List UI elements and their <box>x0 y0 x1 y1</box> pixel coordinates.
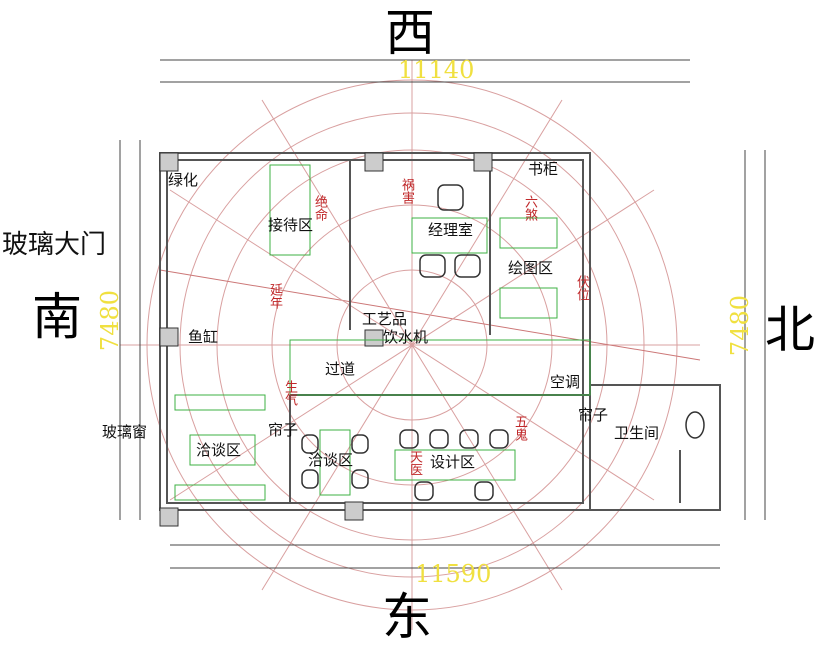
dimension-top: 11140 <box>398 56 475 84</box>
label-water-dispenser: 饮水机 <box>383 328 429 346</box>
label-wugui: 五鬼 <box>512 415 527 441</box>
label-tianyi: 天医 <box>407 450 422 476</box>
label-curtain-right: 帘子 <box>578 406 609 424</box>
dimension-lines <box>119 59 766 569</box>
label-glass-window: 玻璃窗 <box>102 423 148 441</box>
label-corridor: 过道 <box>325 360 356 378</box>
dimension-left: 7480 <box>96 290 124 352</box>
label-huohai: 祸害 <box>399 178 414 204</box>
label-craft: 工艺品 <box>362 310 408 328</box>
direction-east: 东 <box>382 588 432 646</box>
chairs <box>301 184 705 501</box>
direction-west: 西 <box>385 4 435 62</box>
label-shengqi: 生气 <box>282 380 297 406</box>
columns <box>159 152 493 527</box>
label-restroom: 卫生间 <box>614 424 660 442</box>
direction-south: 南 <box>32 288 82 346</box>
label-fuwei: 伏位 <box>574 275 589 301</box>
label-reception: 接待区 <box>268 216 314 234</box>
compass-rings <box>120 60 701 630</box>
label-meeting-left: 洽谈区 <box>196 441 242 459</box>
label-design-area: 设计区 <box>430 453 476 471</box>
dimension-bottom: 11590 <box>415 560 492 588</box>
label-curtain-left: 帘子 <box>268 421 299 439</box>
label-yannian: 延年 <box>267 283 282 309</box>
label-liusha: 六煞 <box>522 195 537 221</box>
direction-north: 北 <box>765 301 815 359</box>
label-drawing-area: 绘图区 <box>508 259 554 277</box>
label-manager-office: 经理室 <box>428 221 474 239</box>
furniture <box>174 164 591 501</box>
label-fish-tank: 鱼缸 <box>188 328 219 346</box>
label-jueming: 绝命 <box>312 195 327 221</box>
label-meeting-mid: 洽谈区 <box>308 451 354 469</box>
label-greenery: 绿化 <box>168 171 199 189</box>
label-air-conditioner: 空调 <box>550 373 581 391</box>
dimension-right: 7480 <box>726 295 754 357</box>
label-bookcase: 书柜 <box>528 160 559 178</box>
entrance-label: 玻璃大门 <box>2 230 107 260</box>
